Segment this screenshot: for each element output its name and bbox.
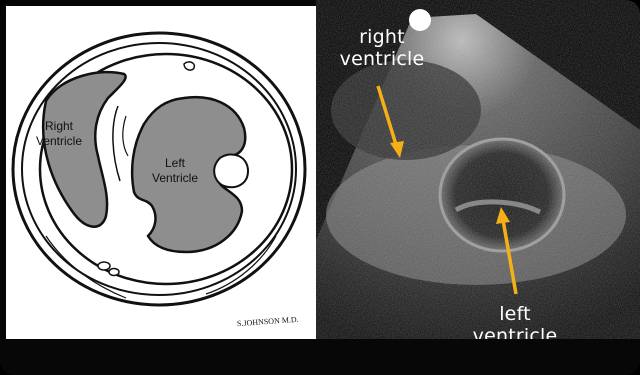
diagram-label-left-line1: Left — [165, 156, 186, 170]
vessel-2 — [109, 269, 119, 276]
bottom-bar — [0, 339, 640, 375]
echo-label-left-ventricle: left ventricle — [460, 303, 570, 343]
diagram-label-left-line2: Ventricle — [152, 171, 198, 185]
wall-detail — [184, 62, 194, 70]
heart-diagram-panel: Right Ventricle Left Ventricle S.JOHNSON… — [6, 6, 316, 339]
echocardiogram-panel: right ventricle left ventricle — [316, 0, 640, 343]
echo-label-left-line1: left — [460, 303, 570, 325]
diagram-label-right-line2: Ventricle — [36, 134, 82, 148]
echo-label-right-line2: ventricle — [332, 48, 432, 70]
papillary-muscle — [214, 154, 248, 187]
artist-signature: S.JOHNSON M.D. — [237, 315, 299, 328]
diagram-label-right-line1: Right — [45, 119, 74, 133]
vessel-1 — [98, 262, 110, 270]
echo-label-right-ventricle: right ventricle — [332, 26, 432, 70]
heart-diagram: Right Ventricle Left Ventricle S.JOHNSON… — [6, 6, 316, 339]
echo-label-right-line1: right — [332, 26, 432, 48]
